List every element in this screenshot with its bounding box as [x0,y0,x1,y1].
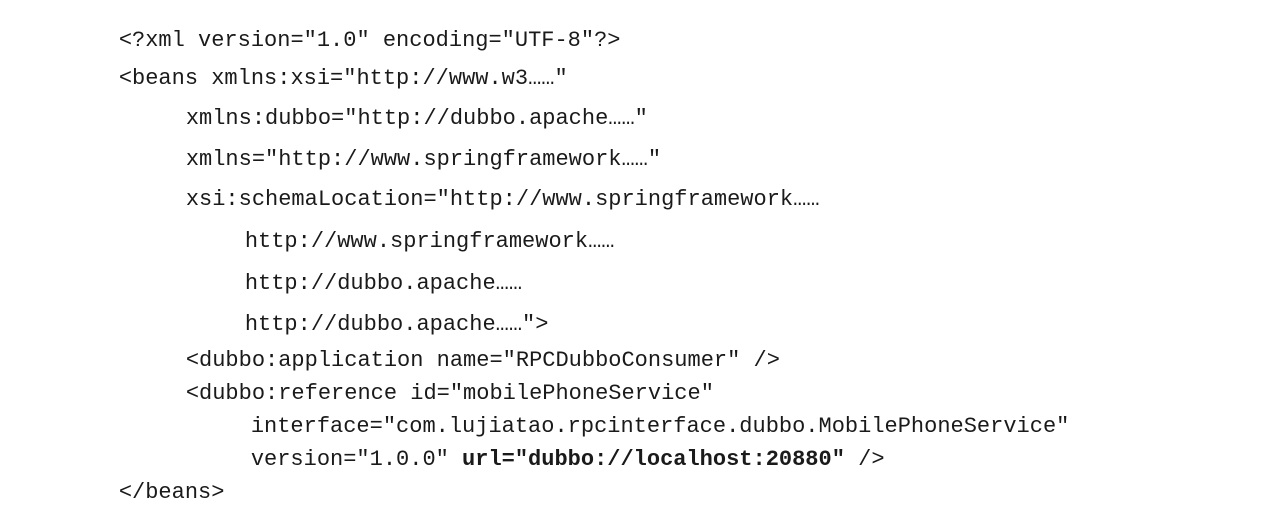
code-text: version="1.0.0" [250,447,463,472]
code-line-schema-url-1: http://www.springframework…… [192,203,615,281]
code-line-dubbo-reference: <dubbo:reference id="mobilePhoneService" [133,355,714,433]
code-text: http://dubbo.apache…… [244,271,523,296]
code-text: <dubbo:reference id="mobilePhoneService" [185,381,714,406]
code-text-highlight: url="dubbo://localhost:20880" [462,447,845,472]
code-text: <?xml version="1.0" encoding="UTF-8"?> [118,28,621,53]
code-text: http://www.springframework…… [244,229,615,254]
code-text: xmlns:dubbo="http://dubbo.apache……" [185,106,648,131]
code-text: xmlns="http://www.springframework……" [185,147,662,172]
code-line-schema-location: xsi:schemaLocation="http://www.springfra… [133,161,820,239]
code-line-beans-close: </beans> [66,454,225,532]
code-text: interface="com.lujiatao.rpcinterface.dub… [250,414,1070,439]
code-line-xml-declaration: <?xml version="1.0" encoding="UTF-8"?> [66,2,621,80]
code-line-xmlns: xmlns="http://www.springframework……" [133,121,661,199]
code-text: </beans> [118,480,225,505]
code-line-schema-url-3: http://dubbo.apache……"> [192,286,549,364]
code-line-schema-url-2: http://dubbo.apache…… [192,245,522,323]
xml-code-block: <?xml version="1.0" encoding="UTF-8"?> <… [66,2,1070,505]
code-text: http://dubbo.apache……"> [244,312,549,337]
code-line-interface: interface="com.lujiatao.rpcinterface.dub… [198,388,1070,466]
code-text: xsi:schemaLocation="http://www.springfra… [185,187,820,212]
code-line-xmlns-dubbo: xmlns:dubbo="http://dubbo.apache……" [133,80,648,158]
code-line-version-url: version="1.0.0" url="dubbo://localhost:2… [198,421,885,499]
code-text: <dubbo:application name="RPCDubboConsume… [185,348,780,373]
code-text: <beans xmlns:xsi="http://www.w3……" [118,66,568,91]
code-text: /> [844,447,885,472]
code-line-beans-open: <beans xmlns:xsi="http://www.w3……" [66,40,568,118]
code-line-dubbo-application: <dubbo:application name="RPCDubboConsume… [133,322,780,400]
